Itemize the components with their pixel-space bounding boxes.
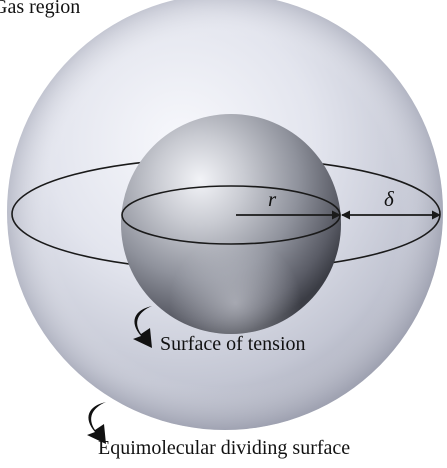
- gas-region-label: Gas region: [0, 0, 81, 18]
- inner-sphere-reflection: [121, 114, 341, 334]
- equimolecular-pointer-icon: [87, 402, 106, 444]
- surface-of-tension-label: Surface of tension: [160, 333, 306, 355]
- equimolecular-surface-label: Equimolecular dividing surface: [98, 437, 351, 459]
- thickness-symbol: δ: [384, 187, 394, 211]
- radius-symbol: r: [268, 187, 277, 211]
- surface-of-tension-pointer-icon: [133, 306, 152, 348]
